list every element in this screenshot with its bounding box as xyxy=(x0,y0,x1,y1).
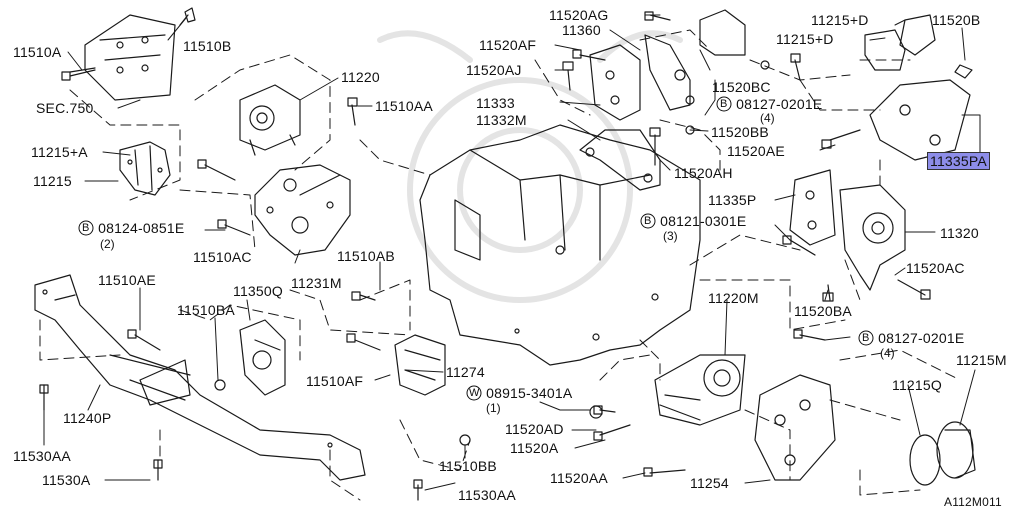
bracket-11254 xyxy=(754,374,836,481)
label-11274: 11274 xyxy=(446,364,485,380)
label-11510ae: 11510AE xyxy=(98,272,156,288)
qty-08915: (1) xyxy=(486,401,501,415)
label-11520ad: 11520AD xyxy=(505,421,564,437)
label-11231m: 11231M xyxy=(291,275,342,291)
label-11350q: 11350Q xyxy=(233,283,283,299)
mount-11220m xyxy=(654,354,746,426)
bracket-11335pa xyxy=(789,79,971,246)
mount-11350q xyxy=(214,319,286,396)
label-08915-text: 08915-3401A xyxy=(486,385,573,401)
label-08127-top-text: 08127-0201E xyxy=(736,96,823,112)
label-11520a: 11520A xyxy=(510,440,559,456)
label-11215a: 11215+A xyxy=(31,144,88,160)
bracket-11231m xyxy=(254,164,351,256)
circle-b-icon xyxy=(640,213,656,229)
mount-11320 xyxy=(839,184,906,291)
label-11510af: 11510AF xyxy=(306,373,364,389)
label-11520ac: 11520AC xyxy=(906,260,965,276)
label-11530aa-left: 11530AA xyxy=(13,448,71,464)
label-11215m: 11215M xyxy=(956,352,1007,368)
label-11510b: 11510B xyxy=(183,38,232,54)
label-08124-0851e: B 08124-0851E xyxy=(78,220,184,236)
label-08127-bottom-text: 08127-0201E xyxy=(878,330,965,346)
mount-11220 xyxy=(239,84,301,156)
label-sec750: SEC.750 xyxy=(36,100,94,116)
label-11220: 11220 xyxy=(341,69,380,85)
label-11510bb: 11510BB xyxy=(439,458,497,474)
label-11220m: 11220M xyxy=(708,290,759,306)
leader-lines xyxy=(43,14,981,491)
circle-b-icon xyxy=(858,330,874,346)
label-08127-0201e-top: B 08127-0201E xyxy=(716,96,822,112)
label-11520ae: 11520AE xyxy=(727,143,785,159)
label-11510a: 11510A xyxy=(13,44,62,60)
pads-11215m xyxy=(909,421,976,486)
circle-b-letter: B xyxy=(720,98,728,110)
label-11332m: 11332M xyxy=(476,112,527,128)
circle-b-letter: B xyxy=(644,215,652,227)
qty-08127-bottom: (4) xyxy=(880,346,895,360)
label-11510ba: 11510BA xyxy=(177,302,235,318)
top-left-bracket xyxy=(69,7,196,101)
label-11520af: 11520AF xyxy=(479,37,537,53)
circle-b-letter: B xyxy=(862,332,870,344)
label-11530aa-bottom: 11530AA xyxy=(458,487,516,503)
label-11240p: 11240P xyxy=(63,410,112,426)
label-11520bb: 11520BB xyxy=(711,124,769,140)
label-11215d-1: 11215+D xyxy=(811,12,869,28)
pad-11215a xyxy=(119,141,171,196)
label-08121-text: 08121-0301E xyxy=(660,213,747,229)
diagram-id: A112M011 xyxy=(944,495,1002,509)
label-11215d-2: 11215+D xyxy=(776,31,834,47)
label-11254: 11254 xyxy=(690,475,729,491)
qty-08127-top: (4) xyxy=(760,111,775,125)
label-11520ag: 11520AG xyxy=(549,7,609,23)
label-11520bc: 11520BC xyxy=(712,79,771,95)
label-08124-text: 08124-0851E xyxy=(98,220,185,236)
label-11510ab: 11510AB xyxy=(337,248,395,264)
engine-block-outline xyxy=(419,124,701,366)
label-11520aj: 11520AJ xyxy=(466,62,522,78)
label-11520b: 11520B xyxy=(932,12,981,28)
qty-08121: (3) xyxy=(663,229,678,243)
label-08915-3401a: W 08915-3401A xyxy=(466,385,572,401)
qty-08124: (2) xyxy=(100,237,115,251)
label-11335pa-highlighted[interactable]: 11335PA xyxy=(927,152,990,170)
label-11215q: 11215Q xyxy=(892,377,942,393)
circle-w-icon xyxy=(466,385,482,401)
watermark-logo xyxy=(377,30,683,303)
label-11530a: 11530A xyxy=(42,472,91,488)
label-11360: 11360 xyxy=(562,22,601,38)
label-11335p: 11335P xyxy=(708,192,757,208)
bracket-11274 xyxy=(394,334,603,446)
label-08127-0201e-bottom: B 08127-0201E xyxy=(858,330,964,346)
circle-b-icon xyxy=(716,96,732,112)
label-11520ah: 11520AH xyxy=(674,165,733,181)
dashed-assembly-lines xyxy=(39,29,961,501)
circle-w-letter: W xyxy=(469,387,480,399)
label-11320: 11320 xyxy=(940,225,979,241)
label-11510aa: 11510AA xyxy=(375,98,433,114)
pads-11215d xyxy=(864,14,973,79)
label-11333: 11333 xyxy=(476,95,515,111)
label-11520aa: 11520AA xyxy=(550,470,608,486)
crossmember-11240p xyxy=(34,274,366,481)
circle-b-icon xyxy=(78,220,94,236)
label-08121-0301e: B 08121-0301E xyxy=(640,213,746,229)
label-11215: 11215 xyxy=(33,173,72,189)
label-11510ac: 11510AC xyxy=(193,249,252,265)
label-11520ba: 11520BA xyxy=(794,303,852,319)
circle-b-letter: B xyxy=(82,222,90,234)
